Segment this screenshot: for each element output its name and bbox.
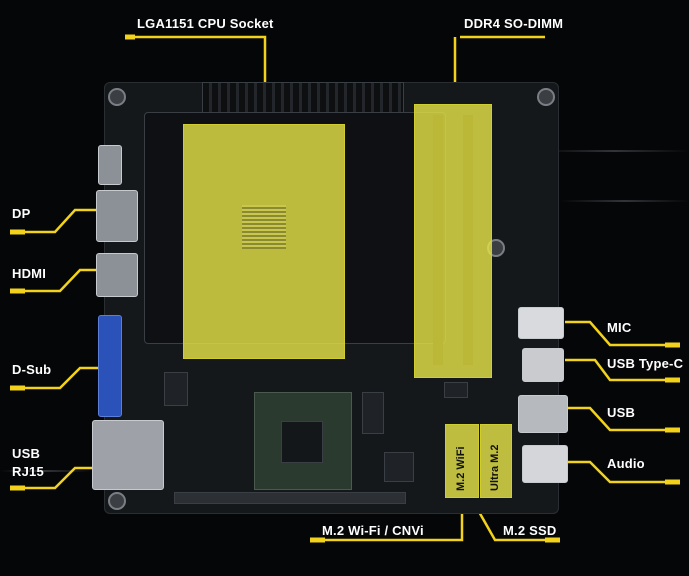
leader-hdmi bbox=[10, 268, 100, 293]
usb-type-c-port bbox=[522, 348, 564, 382]
label-usb-type-c: USB Type-C bbox=[607, 356, 684, 371]
m2-wifi-highlight: M.2 WiFi bbox=[445, 424, 479, 498]
ic-chip bbox=[444, 382, 468, 398]
label-mic: MIC bbox=[607, 320, 632, 335]
m2-wifi-slot-text: M.2 WiFi bbox=[455, 446, 467, 491]
dimm-slot bbox=[463, 115, 473, 365]
chipset-die bbox=[281, 421, 323, 463]
label-m2-wifi: M.2 Wi-Fi / CNVi bbox=[322, 523, 424, 538]
ultra-m2-highlight: Ultra M.2 bbox=[480, 424, 512, 498]
ddr4-slot-highlight bbox=[414, 104, 492, 378]
label-hdmi: HDMI bbox=[12, 266, 47, 281]
usb-port bbox=[518, 395, 568, 433]
mounting-hole bbox=[108, 88, 126, 106]
mic-jack bbox=[518, 307, 564, 339]
dimm-slot bbox=[433, 115, 443, 365]
bg-streak bbox=[0, 470, 90, 472]
ultra-m2-slot-text: Ultra M.2 bbox=[489, 444, 501, 491]
label-audio: Audio bbox=[607, 456, 645, 471]
label-usb-rj45-line2: RJ15 bbox=[12, 464, 44, 479]
usb-rj45-stack bbox=[92, 420, 164, 490]
ic-chip bbox=[164, 372, 188, 406]
label-dsub: D-Sub bbox=[12, 362, 52, 377]
cpu-socket-pins bbox=[242, 205, 286, 249]
hdmi-port bbox=[96, 253, 138, 297]
label-dp: DP bbox=[12, 206, 31, 221]
leader-usb bbox=[565, 406, 680, 432]
mounting-hole bbox=[537, 88, 555, 106]
ic-chip bbox=[362, 392, 384, 434]
leader-mic bbox=[565, 320, 680, 347]
leader-audio bbox=[565, 460, 680, 484]
bg-streak bbox=[560, 200, 689, 202]
label-ddr4: DDR4 SO-DIMM bbox=[464, 16, 564, 31]
chipset-package bbox=[254, 392, 352, 490]
io-type-c-port bbox=[98, 145, 122, 185]
label-cpu-socket: LGA1151 CPU Socket bbox=[137, 16, 274, 31]
ic-chip bbox=[384, 452, 414, 482]
mounting-hole bbox=[108, 492, 126, 510]
leader-typec bbox=[565, 358, 680, 382]
bg-streak bbox=[540, 150, 689, 152]
label-usb: USB bbox=[607, 405, 636, 420]
dp-port bbox=[96, 190, 138, 242]
leader-dp bbox=[10, 208, 100, 234]
label-usb-rj45-line1: USB bbox=[12, 446, 41, 461]
audio-jack bbox=[522, 445, 568, 483]
bottom-strip bbox=[174, 492, 406, 504]
cpu-socket-highlight bbox=[183, 124, 345, 359]
dsub-port bbox=[98, 315, 122, 417]
leader-dsub bbox=[10, 366, 100, 390]
leader-usbrj bbox=[10, 466, 92, 490]
label-m2-ssd: M.2 SSD bbox=[503, 523, 557, 538]
